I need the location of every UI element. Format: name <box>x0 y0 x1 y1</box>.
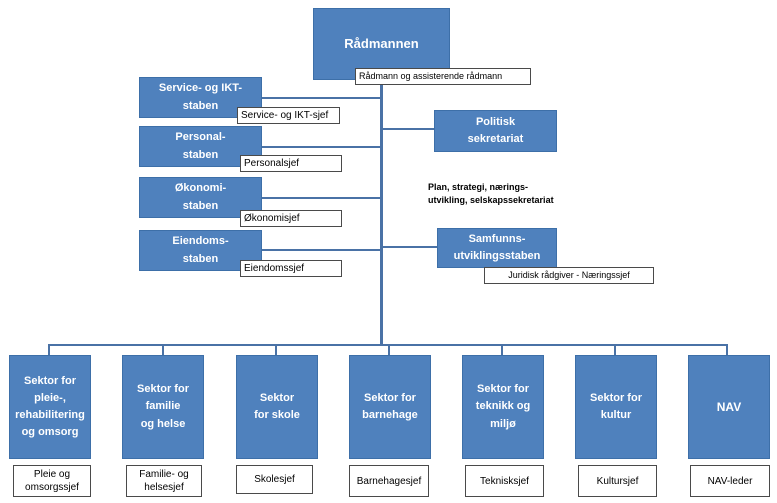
sector-chief-nav: NAV-leder <box>690 465 770 497</box>
sector-title-barnehage: Sektor for barnehage <box>362 391 418 421</box>
sector-chief-teknikk: Teknisksjef <box>465 465 544 497</box>
samfunnsutvikling-box: Samfunns- utviklingsstaben <box>437 228 557 268</box>
staff-label-service-ikt: Service- og IKT-sjef <box>237 107 340 124</box>
sector-chief-skole: Skolesjef <box>236 465 313 494</box>
staff-title-eiendom: Eiendoms- staben <box>172 235 229 265</box>
sector-box-familie: Sektor for familie og helse <box>122 355 204 459</box>
sector-chief-kultur: Kultursjef <box>578 465 657 497</box>
sector-title-familie: Sektor for familie og helse <box>137 383 189 430</box>
politisk-sekretariat-box: Politisk sekretariat <box>434 110 557 152</box>
sector-drop-2 <box>162 344 164 356</box>
samfunn-connector <box>383 246 437 248</box>
sector-box-nav: NAV <box>688 355 770 459</box>
sector-title-teknikk: Sektor for teknikk og miljø <box>475 383 531 430</box>
sector-chief-barnehage: Barnehagesjef <box>349 465 429 497</box>
staff-label-personal: Personalsjef <box>240 155 342 172</box>
staff-connector-1 <box>262 97 380 99</box>
staff-box-personal: Personal- staben <box>139 126 262 167</box>
radmannen-label: Rådmann og assisterende rådmann <box>355 68 531 85</box>
sector-chief-pleie: Pleie og omsorgssjef <box>13 465 91 497</box>
staff-label-eiendom: Eiendomssjef <box>240 260 342 277</box>
samfunnsutvikling-title: Samfunns- utviklingsstaben <box>453 232 541 262</box>
sector-drop-1 <box>48 344 50 356</box>
staff-title-okonomi: Økonomi- staben <box>174 182 227 212</box>
sector-box-barnehage: Sektor for barnehage <box>349 355 431 459</box>
sector-box-kultur: Sektor for kultur <box>575 355 657 459</box>
sector-title-pleie: Sektor for pleie-, rehabilitering og oms… <box>15 374 85 439</box>
samfunnsutvikling-label: Juridisk rådgiver - Næringssjef <box>484 267 654 284</box>
sector-drop-7 <box>726 344 728 356</box>
staff-connector-3 <box>262 197 380 199</box>
main-trunk-line <box>380 80 383 346</box>
staff-connector-4 <box>262 249 380 251</box>
staff-title-personal: Personal- staben <box>175 131 226 161</box>
sector-chief-familie: Familie- og helsesjef <box>126 465 202 497</box>
sector-box-teknikk: Sektor for teknikk og miljø <box>462 355 544 459</box>
sector-drop-5 <box>501 344 503 356</box>
sector-title-skole: Sektor for skole <box>254 391 300 421</box>
politisk-connector <box>383 128 434 130</box>
sector-drop-6 <box>614 344 616 356</box>
sector-drop-3 <box>275 344 277 356</box>
sector-drop-4 <box>388 344 390 356</box>
sector-title-kultur: Sektor for kultur <box>590 391 642 421</box>
politisk-sekretariat-title: Politisk sekretariat <box>467 115 524 145</box>
radmannen-title: Rådmannen <box>344 35 419 51</box>
sector-box-skole: Sektor for skole <box>236 355 318 459</box>
staff-connector-2 <box>262 146 380 148</box>
staff-title-service-ikt: Service- og IKT- staben <box>158 82 243 112</box>
sector-title-nav: NAV <box>716 399 742 414</box>
plan-strategi-note: Plan, strategi, nærings- utvikling, sels… <box>428 182 554 205</box>
staff-label-okonomi: Økonomisjef <box>240 210 342 227</box>
sector-box-pleie: Sektor for pleie-, rehabilitering og oms… <box>9 355 91 459</box>
